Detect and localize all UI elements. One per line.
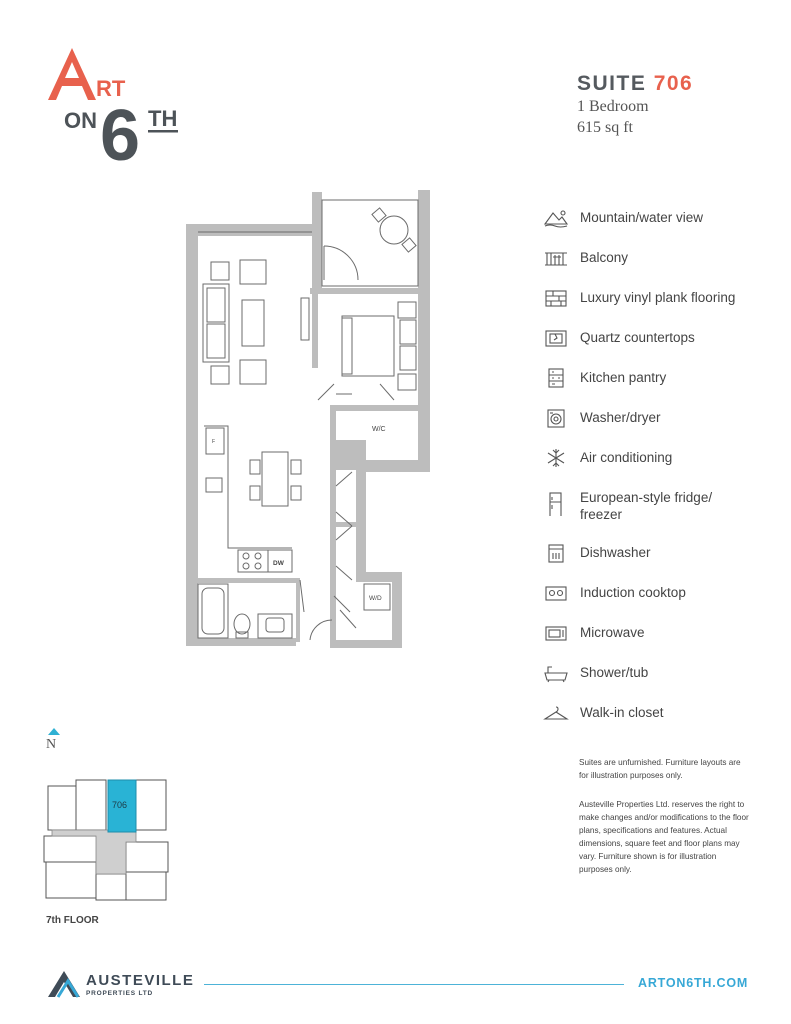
balcony [198, 199, 419, 287]
feature-label: Mountain/water view [580, 210, 704, 225]
suite-title: SUITE 706 [577, 72, 693, 96]
suite-number: 706 [653, 72, 694, 95]
logo-th-underline [148, 130, 178, 133]
logo-rt: RT [96, 76, 126, 101]
feature-label: European-style fridge/ freezer [580, 490, 713, 522]
austeville-logo-icon [48, 971, 80, 998]
feature-item: Quartz countertops [543, 328, 783, 348]
feature-item: Air conditioning [543, 448, 783, 468]
feature-item: Luxury vinyl plank flooring [543, 288, 783, 308]
company-name: AUSTEVILLE [86, 972, 195, 989]
feature-item: Mountain/water view [543, 208, 783, 228]
disclaimer-note: Austeville Properties Ltd. reserves the … [579, 800, 749, 874]
feature-label: Kitchen pantry [580, 370, 667, 385]
closets-and-doors [299, 471, 391, 641]
feature-label: Air conditioning [580, 450, 673, 465]
feature-item: Balcony [543, 248, 783, 268]
washer-icon [547, 409, 565, 428]
feature-label: Dishwasher [580, 545, 651, 560]
feature-label: Balcony [580, 250, 629, 265]
feature-list: Mountain/water view Balcony Luxury vinyl… [543, 208, 783, 743]
feature-item: Shower/tub [543, 663, 783, 683]
floor-plan: W/C DW W/D F [186, 190, 430, 648]
microwave-icon [545, 626, 567, 641]
suite-label: SUITE [577, 72, 647, 95]
feature-label: Induction cooktop [580, 585, 686, 600]
pantry-icon [548, 368, 564, 388]
bathroom [197, 583, 293, 639]
furniture-note: Suites are unfurnished. Furniture layout… [579, 758, 741, 780]
website-link[interactable]: ARTON6TH.COM [638, 976, 749, 990]
feature-label: Luxury vinyl plank flooring [580, 290, 736, 305]
logo-on: ON [64, 108, 97, 133]
suite-bedrooms: 1 Bedroom [577, 98, 649, 115]
key-plan-suite-label: 706 [112, 800, 127, 810]
bedroom-furniture [317, 301, 417, 401]
fridge-icon [549, 492, 562, 516]
dishwasher-icon [548, 544, 564, 563]
kitchen [204, 425, 302, 573]
art-on-6th-logo: RT ON 6 TH [48, 48, 178, 169]
key-plan-corridor [51, 829, 137, 875]
north-label: N [46, 737, 57, 752]
hanger-icon [543, 706, 569, 720]
logo-th: TH [148, 106, 177, 131]
feature-label: Washer/dryer [580, 410, 661, 425]
north-arrow-icon [48, 728, 60, 735]
feature-label: Microwave [580, 625, 645, 640]
dw-label: DW [273, 560, 285, 567]
suite-header: SUITE 706 1 Bedroom 615 sq ft [577, 72, 693, 138]
wic-label: W/C [372, 426, 386, 433]
feature-label: Walk-in closet [580, 705, 664, 720]
wd-label: W/D [369, 595, 382, 602]
key-plan: 706 [43, 779, 169, 901]
suite-area: 615 sq ft [577, 119, 633, 136]
key-plan-units [43, 779, 169, 901]
living-room-furniture [202, 259, 310, 385]
fridge-label: F [212, 439, 215, 445]
feature-item: Walk-in closet [543, 703, 783, 723]
floor-plan-walls [186, 190, 430, 648]
footer-divider [204, 984, 624, 985]
feature-item: Washer/dryer [543, 408, 783, 428]
flooring-icon [545, 290, 567, 307]
logo-six: 6 [100, 96, 140, 169]
balcony-icon [545, 252, 567, 266]
feature-item: Kitchen pantry [543, 368, 783, 388]
feature-item: Microwave [543, 623, 783, 643]
floor-label: 7th FLOOR [46, 915, 99, 926]
feature-item: Induction cooktop [543, 583, 783, 603]
logo-letter-a [48, 48, 96, 100]
key-plan-suite-highlight [107, 779, 137, 833]
company-subtitle: PROPERTIES LTD [86, 990, 154, 997]
feature-item: European-style fridge/ freezer [543, 488, 783, 523]
feature-item: Dishwasher [543, 543, 783, 563]
countertop-icon [545, 330, 567, 347]
snowflake-icon [547, 449, 565, 467]
bathtub-icon [544, 666, 568, 683]
feature-label: Shower/tub [580, 665, 649, 680]
feature-label: Quartz countertops [580, 330, 695, 345]
cooktop-icon [545, 586, 567, 601]
mountain-icon [543, 210, 569, 228]
